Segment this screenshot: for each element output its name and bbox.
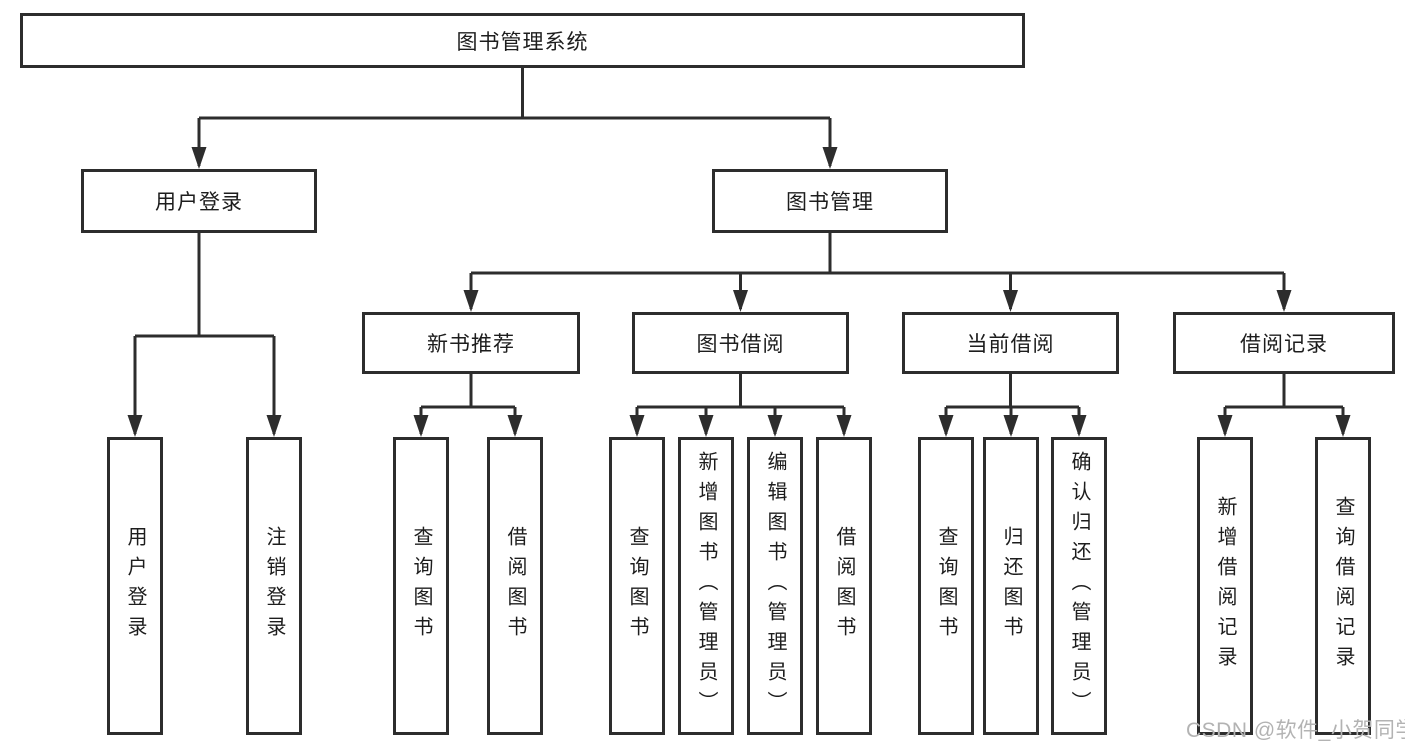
leaf-query-books-recommend: 查询图书 <box>393 437 449 735</box>
leaf-user-login: 用户登录 <box>107 437 163 735</box>
leaf-label: 查询图书 <box>626 526 648 646</box>
leaf-label: 借阅图书 <box>504 526 526 646</box>
node-book-borrowing: 图书借阅 <box>632 312 849 374</box>
node-label: 图书管理系统 <box>456 30 589 54</box>
csdn-watermark: CSDN @软件_小贺同学 <box>1186 719 1405 742</box>
node-label: 新书推荐 <box>427 333 515 356</box>
leaf-borrow-books-borrowing: 借阅图书 <box>816 437 872 735</box>
node-label: 用户登录 <box>155 191 243 214</box>
leaf-query-books-current: 查询图书 <box>918 437 974 735</box>
leaf-label: 注销登录 <box>263 526 285 646</box>
leaf-label: 查询图书 <box>410 526 432 646</box>
connector-segments <box>127 68 1351 437</box>
leaf-query-books-borrowing: 查询图书 <box>609 437 665 735</box>
leaf-return-books: 归还图书 <box>983 437 1039 735</box>
leaf-add-book-admin: 新增图书（管理员） <box>678 437 734 735</box>
leaf-confirm-return-admin: 确认归还（管理员） <box>1051 437 1107 735</box>
leaf-label: 新增借阅记录 <box>1214 496 1236 676</box>
leaf-label: 借阅图书 <box>833 526 855 646</box>
leaf-label: 新增图书（管理员） <box>695 451 717 721</box>
leaf-label: 用户登录 <box>124 526 146 646</box>
node-book-management: 图书管理 <box>712 169 948 233</box>
node-current-borrowing: 当前借阅 <box>902 312 1119 374</box>
node-library-management-system: 图书管理系统 <box>20 13 1025 68</box>
leaf-label: 归还图书 <box>1000 526 1022 646</box>
node-borrowing-records: 借阅记录 <box>1173 312 1395 374</box>
leaf-label: 查询借阅记录 <box>1332 496 1354 676</box>
node-new-book-recommendation: 新书推荐 <box>362 312 580 374</box>
leaf-label: 确认归还（管理员） <box>1068 451 1090 721</box>
leaf-label: 查询图书 <box>935 526 957 646</box>
leaf-logout: 注销登录 <box>246 437 302 735</box>
leaf-borrow-books-recommend: 借阅图书 <box>487 437 543 735</box>
node-label: 图书管理 <box>786 191 874 214</box>
leaf-add-borrow-record: 新增借阅记录 <box>1197 437 1253 735</box>
node-label: 图书借阅 <box>696 333 785 356</box>
node-label: 当前借阅 <box>966 333 1055 356</box>
node-user-login: 用户登录 <box>81 169 317 233</box>
leaf-query-borrow-record: 查询借阅记录 <box>1315 437 1371 735</box>
leaf-edit-book-admin: 编辑图书（管理员） <box>747 437 803 735</box>
leaf-label: 编辑图书（管理员） <box>764 451 786 721</box>
node-label: 借阅记录 <box>1240 333 1328 356</box>
